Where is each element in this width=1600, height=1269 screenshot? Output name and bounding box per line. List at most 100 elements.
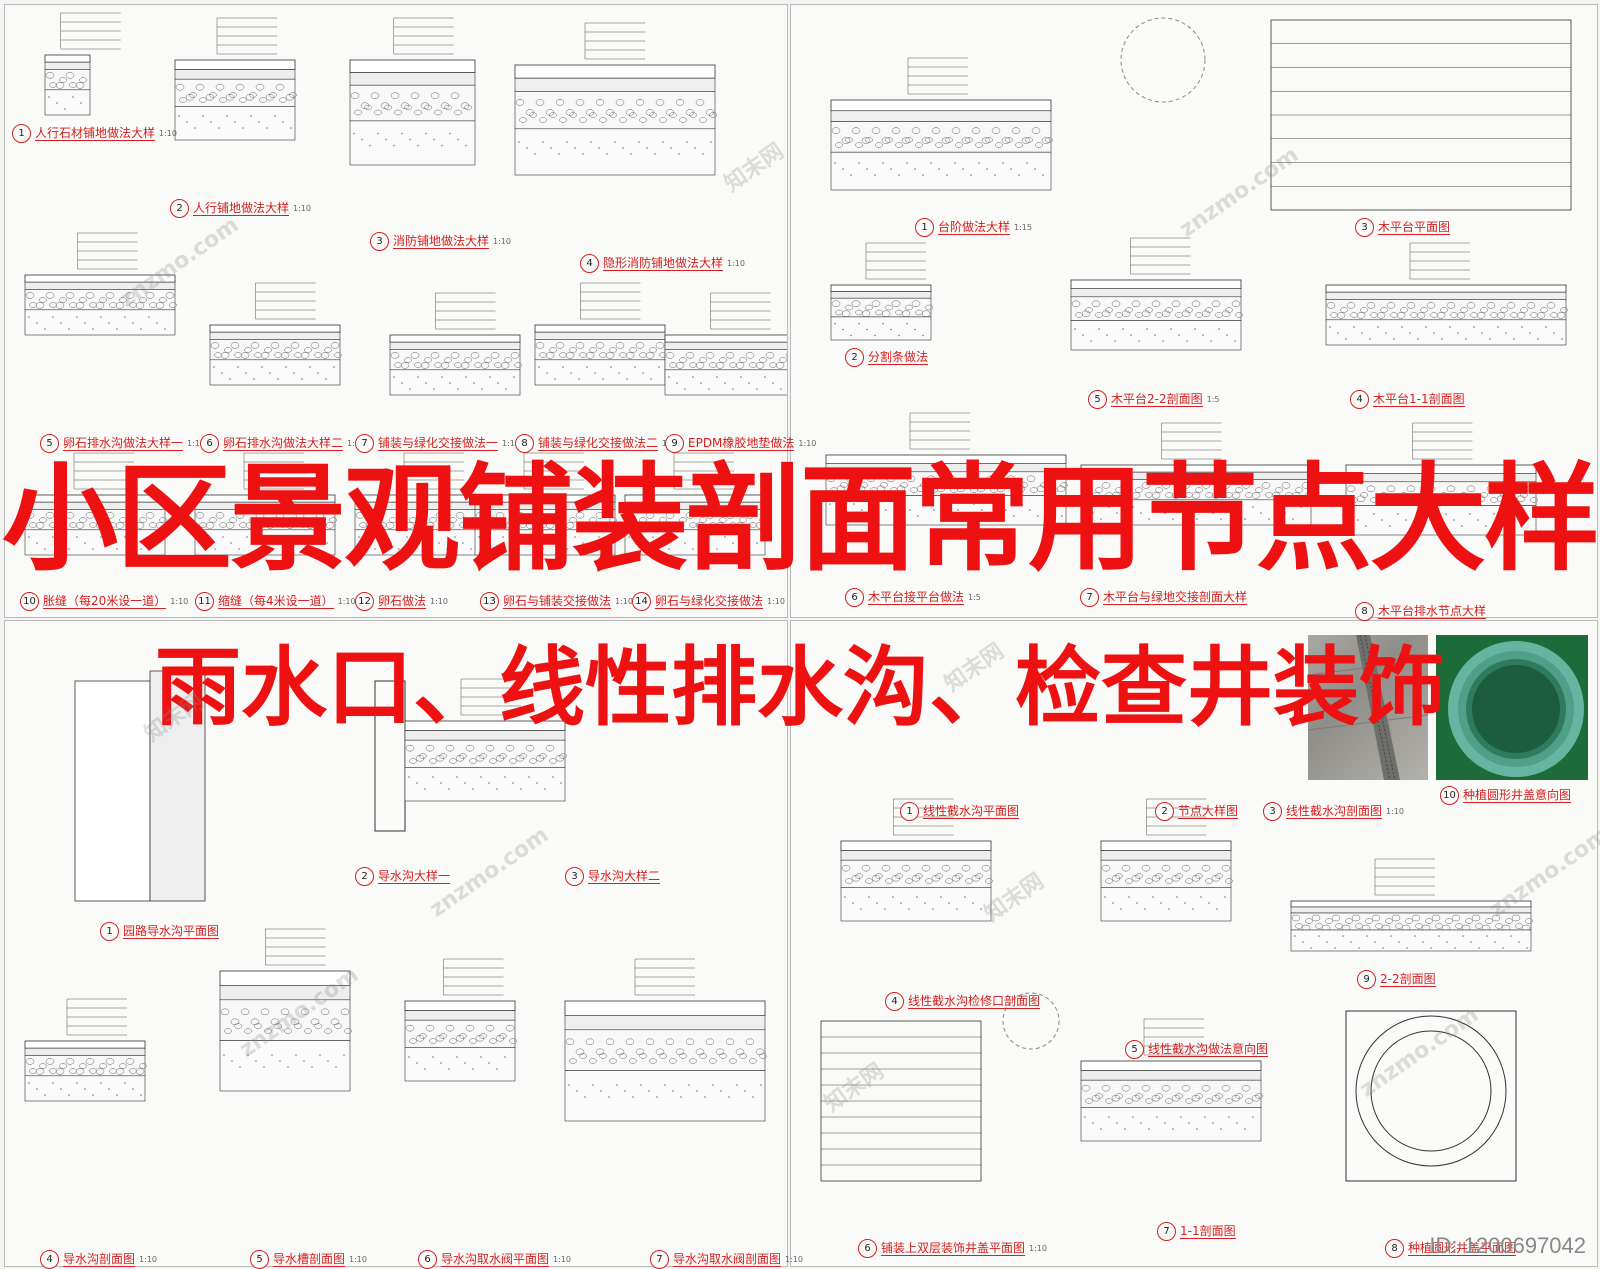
detail-title: 卵石排水沟做法大样二 [223, 436, 344, 451]
detail-title: 铺装与绿化交接做法一 [378, 436, 499, 451]
detail-number: 7 [650, 1250, 669, 1269]
detail-title: 分割条做法 [868, 350, 929, 365]
detail-title: 种植圆形井盖意向图 [1463, 788, 1572, 803]
detail-number: 6 [418, 1250, 437, 1269]
detail-number: 4 [40, 1250, 59, 1269]
detail-number: 1 [900, 802, 919, 821]
detail-scale: 1:10 [430, 597, 448, 606]
detail-title: 人行石材铺地做法大样 [35, 126, 156, 141]
detail-number: 9 [665, 434, 684, 453]
detail-number: 1 [12, 124, 31, 143]
detail-number: 12 [355, 592, 374, 611]
detail-number: 8 [1385, 1239, 1404, 1258]
detail-title: 卵石与绿化交接做法 [655, 594, 764, 609]
detail-title: 导水沟取水阀平面图 [441, 1252, 550, 1267]
detail-scale: 1:15 [1014, 223, 1032, 232]
detail-title: EPDM橡胶地垫做法 [688, 436, 795, 451]
detail-title: 卵石与铺装交接做法 [503, 594, 612, 609]
sheet4-label-8: 8 种植圆形井盖平面图 [1385, 1239, 1517, 1258]
detail-scale: 1:10 [170, 597, 189, 606]
detail-title: 缩缝（每4米设一道） [218, 594, 334, 609]
detail-title: 胀缝（每20米设一道） [43, 594, 167, 609]
detail-title: 木平台与绿地交接剖面大样 [1103, 590, 1248, 605]
detail-number: 4 [580, 254, 599, 273]
detail-number: 7 [355, 434, 374, 453]
detail-scale: 1:10 [727, 259, 745, 268]
detail-scale: 1:10 [1029, 1244, 1047, 1253]
detail-scale: 1:10 [502, 439, 520, 448]
detail-title: 线性截水沟检修口剖面图 [908, 994, 1041, 1009]
detail-title: 种植圆形井盖平面图 [1408, 1241, 1517, 1256]
drawing-sheet-paving [4, 4, 788, 618]
detail-number: 3 [565, 867, 584, 886]
drawing-sheet-trench-cover [790, 620, 1598, 1267]
main-title: 小区景观铺装剖面常用节点大样 [2, 452, 1600, 587]
detail-scale: 1:10 [159, 129, 177, 138]
sheet3-label-1: 1 园路导水沟平面图 [100, 922, 220, 941]
detail-number: 4 [885, 992, 904, 1011]
detail-number: 5 [40, 434, 59, 453]
detail-title: 2-2剖面图 [1380, 972, 1436, 987]
detail-number: 14 [632, 592, 651, 611]
image-id: ID: 1200697042 [1429, 1233, 1586, 1258]
detail-number: 1 [915, 218, 934, 237]
detail-number: 9 [1357, 970, 1376, 989]
detail-title: 铺装与绿化交接做法二 [538, 436, 659, 451]
detail-title: 园路导水沟平面图 [123, 924, 220, 939]
detail-title: 木平台接平台做法 [868, 590, 965, 605]
detail-title: 木平台2-2剖面图 [1111, 392, 1203, 407]
detail-number: 6 [858, 1239, 877, 1258]
detail-scale: 1:10 [349, 1255, 367, 1264]
manhole-cover-photo [1436, 635, 1588, 780]
detail-number: 6 [200, 434, 219, 453]
detail-scale: 1:10 [1386, 807, 1404, 816]
detail-number: 4 [1350, 390, 1369, 409]
detail-scale: 1:10 [785, 1255, 803, 1264]
detail-number: 3 [370, 232, 389, 251]
detail-title: 导水沟取水阀剖面图 [673, 1252, 782, 1267]
drawing-sheet-drainage [4, 620, 788, 1267]
detail-title: 木平台平面图 [1378, 220, 1451, 235]
detail-scale: 1:5 [968, 593, 981, 602]
detail-number: 2 [845, 348, 864, 367]
detail-scale: 1:10 [798, 439, 817, 448]
subtitle: 雨水口、线性排水沟、检查井装饰 [155, 638, 1445, 738]
trench-drain-photo [1308, 635, 1428, 780]
sheet1-label-10: 10 胀缝（每20米设一道）1:10 [20, 592, 188, 611]
detail-number: 13 [480, 592, 499, 611]
detail-number: 11 [195, 592, 214, 611]
detail-title: 节点大样图 [1178, 804, 1239, 819]
detail-title: 消防铺地做法大样 [393, 234, 490, 249]
detail-title: 导水沟大样一 [378, 869, 451, 884]
sheet4-label-9: 9 2-2剖面图 [1357, 970, 1436, 989]
detail-scale: 1:10 [553, 1255, 571, 1264]
detail-number: 1 [100, 922, 119, 941]
detail-title: 人行铺地做法大样 [193, 201, 290, 216]
detail-title: 1-1剖面图 [1180, 1224, 1236, 1239]
detail-title: 木平台排水节点大样 [1378, 604, 1487, 619]
detail-number: 3 [1263, 802, 1282, 821]
detail-scale: 1:10 [293, 204, 311, 213]
detail-number: 6 [845, 588, 864, 607]
detail-number: 10 [20, 592, 39, 611]
